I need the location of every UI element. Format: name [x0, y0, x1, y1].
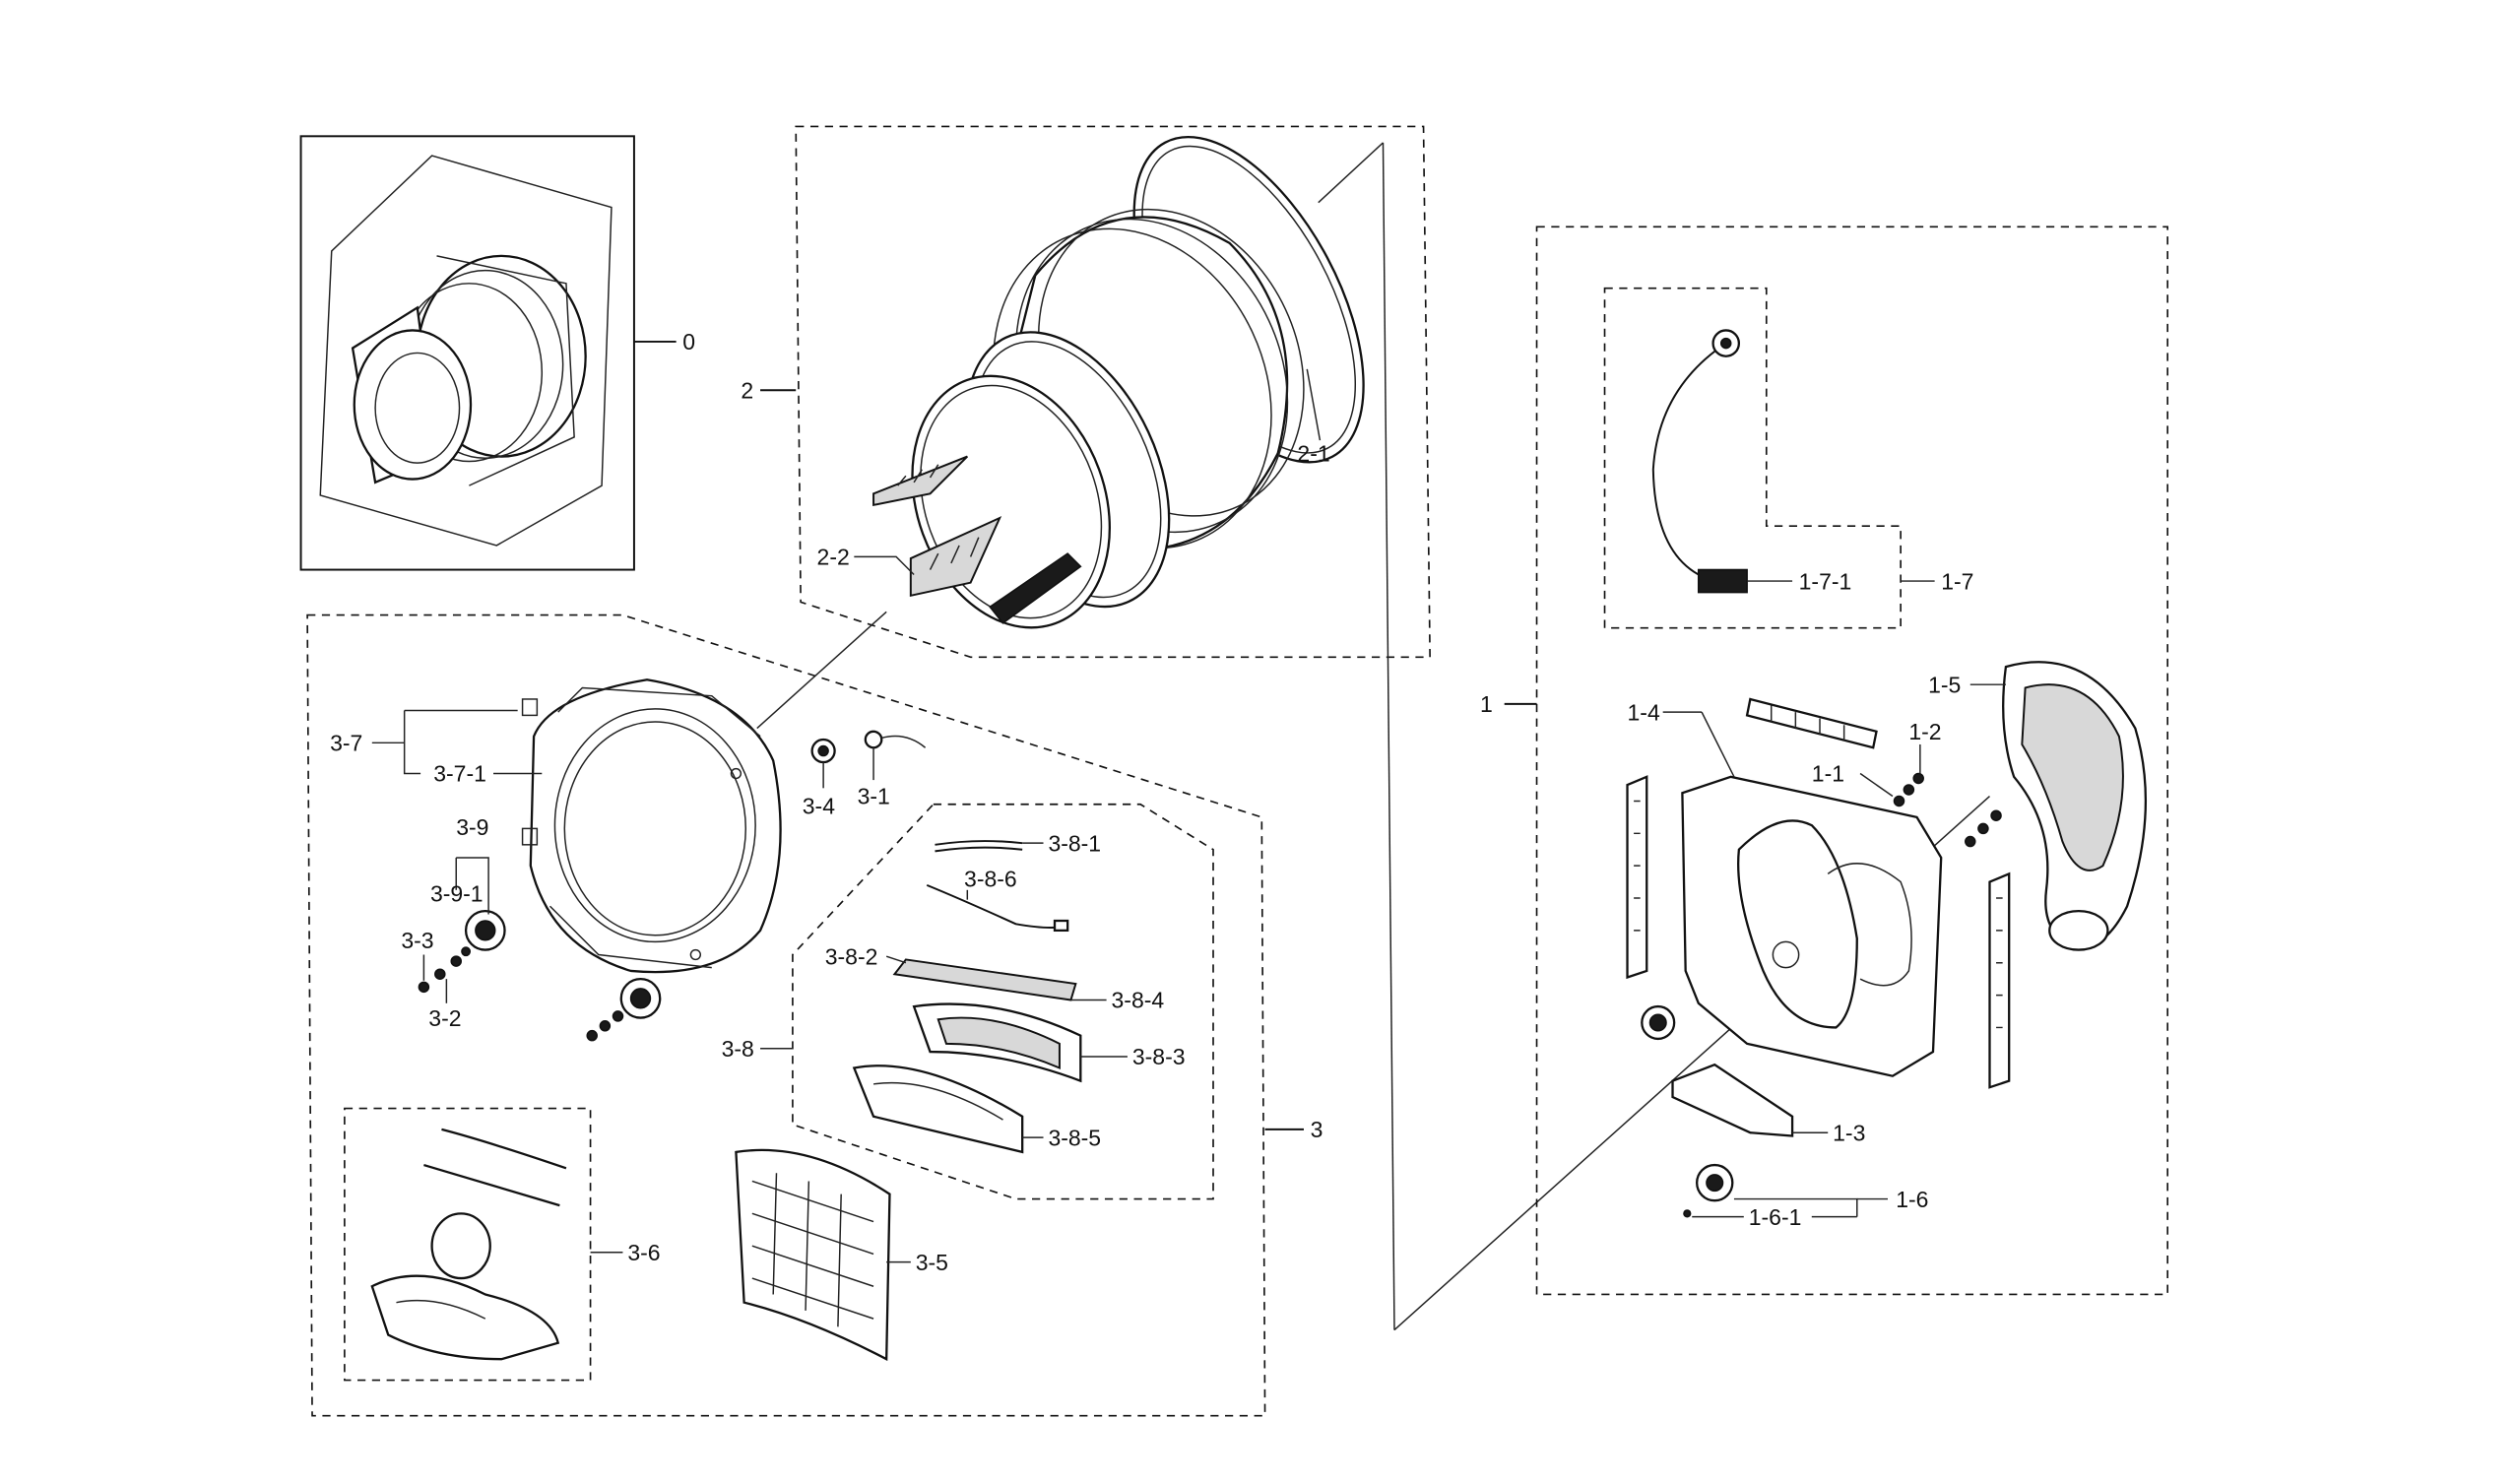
bracket-1-3[interactable]	[1671, 1063, 1794, 1137]
label-0: 0	[682, 329, 695, 355]
label-1-5: 1-5	[1928, 672, 1961, 697]
front-frame-3-7[interactable]	[521, 678, 782, 974]
front-3-group: 3 3-7 3-7-1 3-4 3-1	[306, 613, 1323, 1417]
label-3-1: 3-1	[858, 784, 890, 809]
connector-line-front	[756, 611, 887, 730]
drum-2-frame	[795, 125, 1431, 659]
connector-line-top	[1318, 142, 1384, 204]
label-3-5: 3-5	[916, 1250, 948, 1275]
wire-1-7-frame	[1603, 287, 1902, 629]
label-1-7-1: 1-7-1	[1799, 568, 1852, 594]
washer-stack-3-2-3-3[interactable]	[418, 946, 624, 1042]
label-1-6-1: 1-6-1	[1749, 1204, 1802, 1230]
filter-cover-3-8-5[interactable]	[852, 1065, 1024, 1154]
sensor-wire-3-1[interactable]	[864, 730, 927, 749]
label-3-8-3: 3-8-3	[1132, 1044, 1186, 1069]
label-1-7: 1-7	[1941, 568, 1973, 594]
label-3-8: 3-8	[722, 1036, 754, 1062]
label-3-3: 3-3	[401, 928, 433, 953]
label-3-9-1: 3-9-1	[430, 880, 484, 906]
label-3-6: 3-6	[627, 1240, 660, 1265]
assembly-0-outline	[319, 155, 613, 547]
thermistor-1-7[interactable]	[1651, 329, 1748, 594]
label-1-2: 1-2	[1908, 719, 1941, 744]
label-3-7-1: 3-7-1	[433, 761, 486, 787]
top-bracket[interactable]	[1745, 697, 1878, 749]
duct-cover-1-5[interactable]	[2002, 661, 2148, 951]
label-2-1: 2-1	[1297, 440, 1329, 466]
label-3-7: 3-7	[330, 731, 362, 756]
label-3-9: 3-9	[456, 814, 488, 840]
label-3-8-1: 3-8-1	[1048, 830, 1101, 856]
label-3-8-5: 3-8-5	[1048, 1125, 1101, 1150]
screws-1-1-1-2[interactable]	[1893, 772, 2002, 848]
label-1: 1	[1480, 691, 1493, 717]
drum-lifter-3[interactable]	[989, 552, 1082, 624]
drum-2-group: 2 2-1	[741, 125, 1431, 659]
label-3-8-2: 3-8-2	[825, 943, 878, 969]
drum-lifter-1[interactable]	[872, 455, 969, 507]
drum-lifter-2[interactable]	[909, 516, 1002, 598]
lint-filter-3-5[interactable]	[735, 1148, 891, 1362]
label-2-2: 2-2	[817, 545, 850, 570]
rear-1-group: 1 1-7-1 1-7 1-4	[1480, 226, 2169, 1296]
label-1-3: 1-3	[1833, 1120, 1865, 1145]
label-3-8-4: 3-8-4	[1112, 988, 1165, 1013]
roller-rear-left[interactable]	[1641, 1004, 1676, 1041]
side-rail-right[interactable]	[1988, 871, 2011, 1089]
label-1-1: 1-1	[1812, 761, 1844, 787]
side-rail-left[interactable]	[1626, 775, 1648, 980]
assembly-0-frame	[299, 135, 635, 571]
label-3-4: 3-4	[803, 794, 835, 819]
sensor-3-4[interactable]	[810, 738, 836, 764]
label-3-2: 3-2	[428, 1005, 461, 1031]
connector-line-right	[1382, 142, 1395, 1330]
front-3-frame	[306, 613, 1266, 1417]
label-3-8-6: 3-8-6	[964, 867, 1017, 892]
duct-3-6-frame	[344, 1107, 592, 1382]
rear-1-frame	[1535, 226, 2169, 1296]
assembly-0-drum[interactable]	[351, 254, 587, 486]
bracket-3-8-4[interactable]	[892, 958, 1077, 1001]
label-3: 3	[1311, 1117, 1323, 1142]
label-2: 2	[741, 377, 753, 403]
rear-panel-1-4[interactable]	[1681, 775, 1943, 1077]
assembly-0-group: 0	[299, 135, 695, 571]
door-switch-3-8-frame	[792, 803, 1214, 1200]
cable-3-8-1[interactable]	[935, 840, 1023, 853]
roller-1-6[interactable]	[1683, 1163, 1734, 1218]
harness-3-8-6[interactable]	[926, 883, 1069, 933]
roller-3-9[interactable]	[464, 910, 662, 1019]
label-1-6: 1-6	[1896, 1187, 1928, 1212]
label-1-4: 1-4	[1628, 699, 1660, 725]
filter-housing-3-8-3[interactable]	[912, 1002, 1082, 1083]
duct-3-6[interactable]	[370, 1128, 567, 1361]
